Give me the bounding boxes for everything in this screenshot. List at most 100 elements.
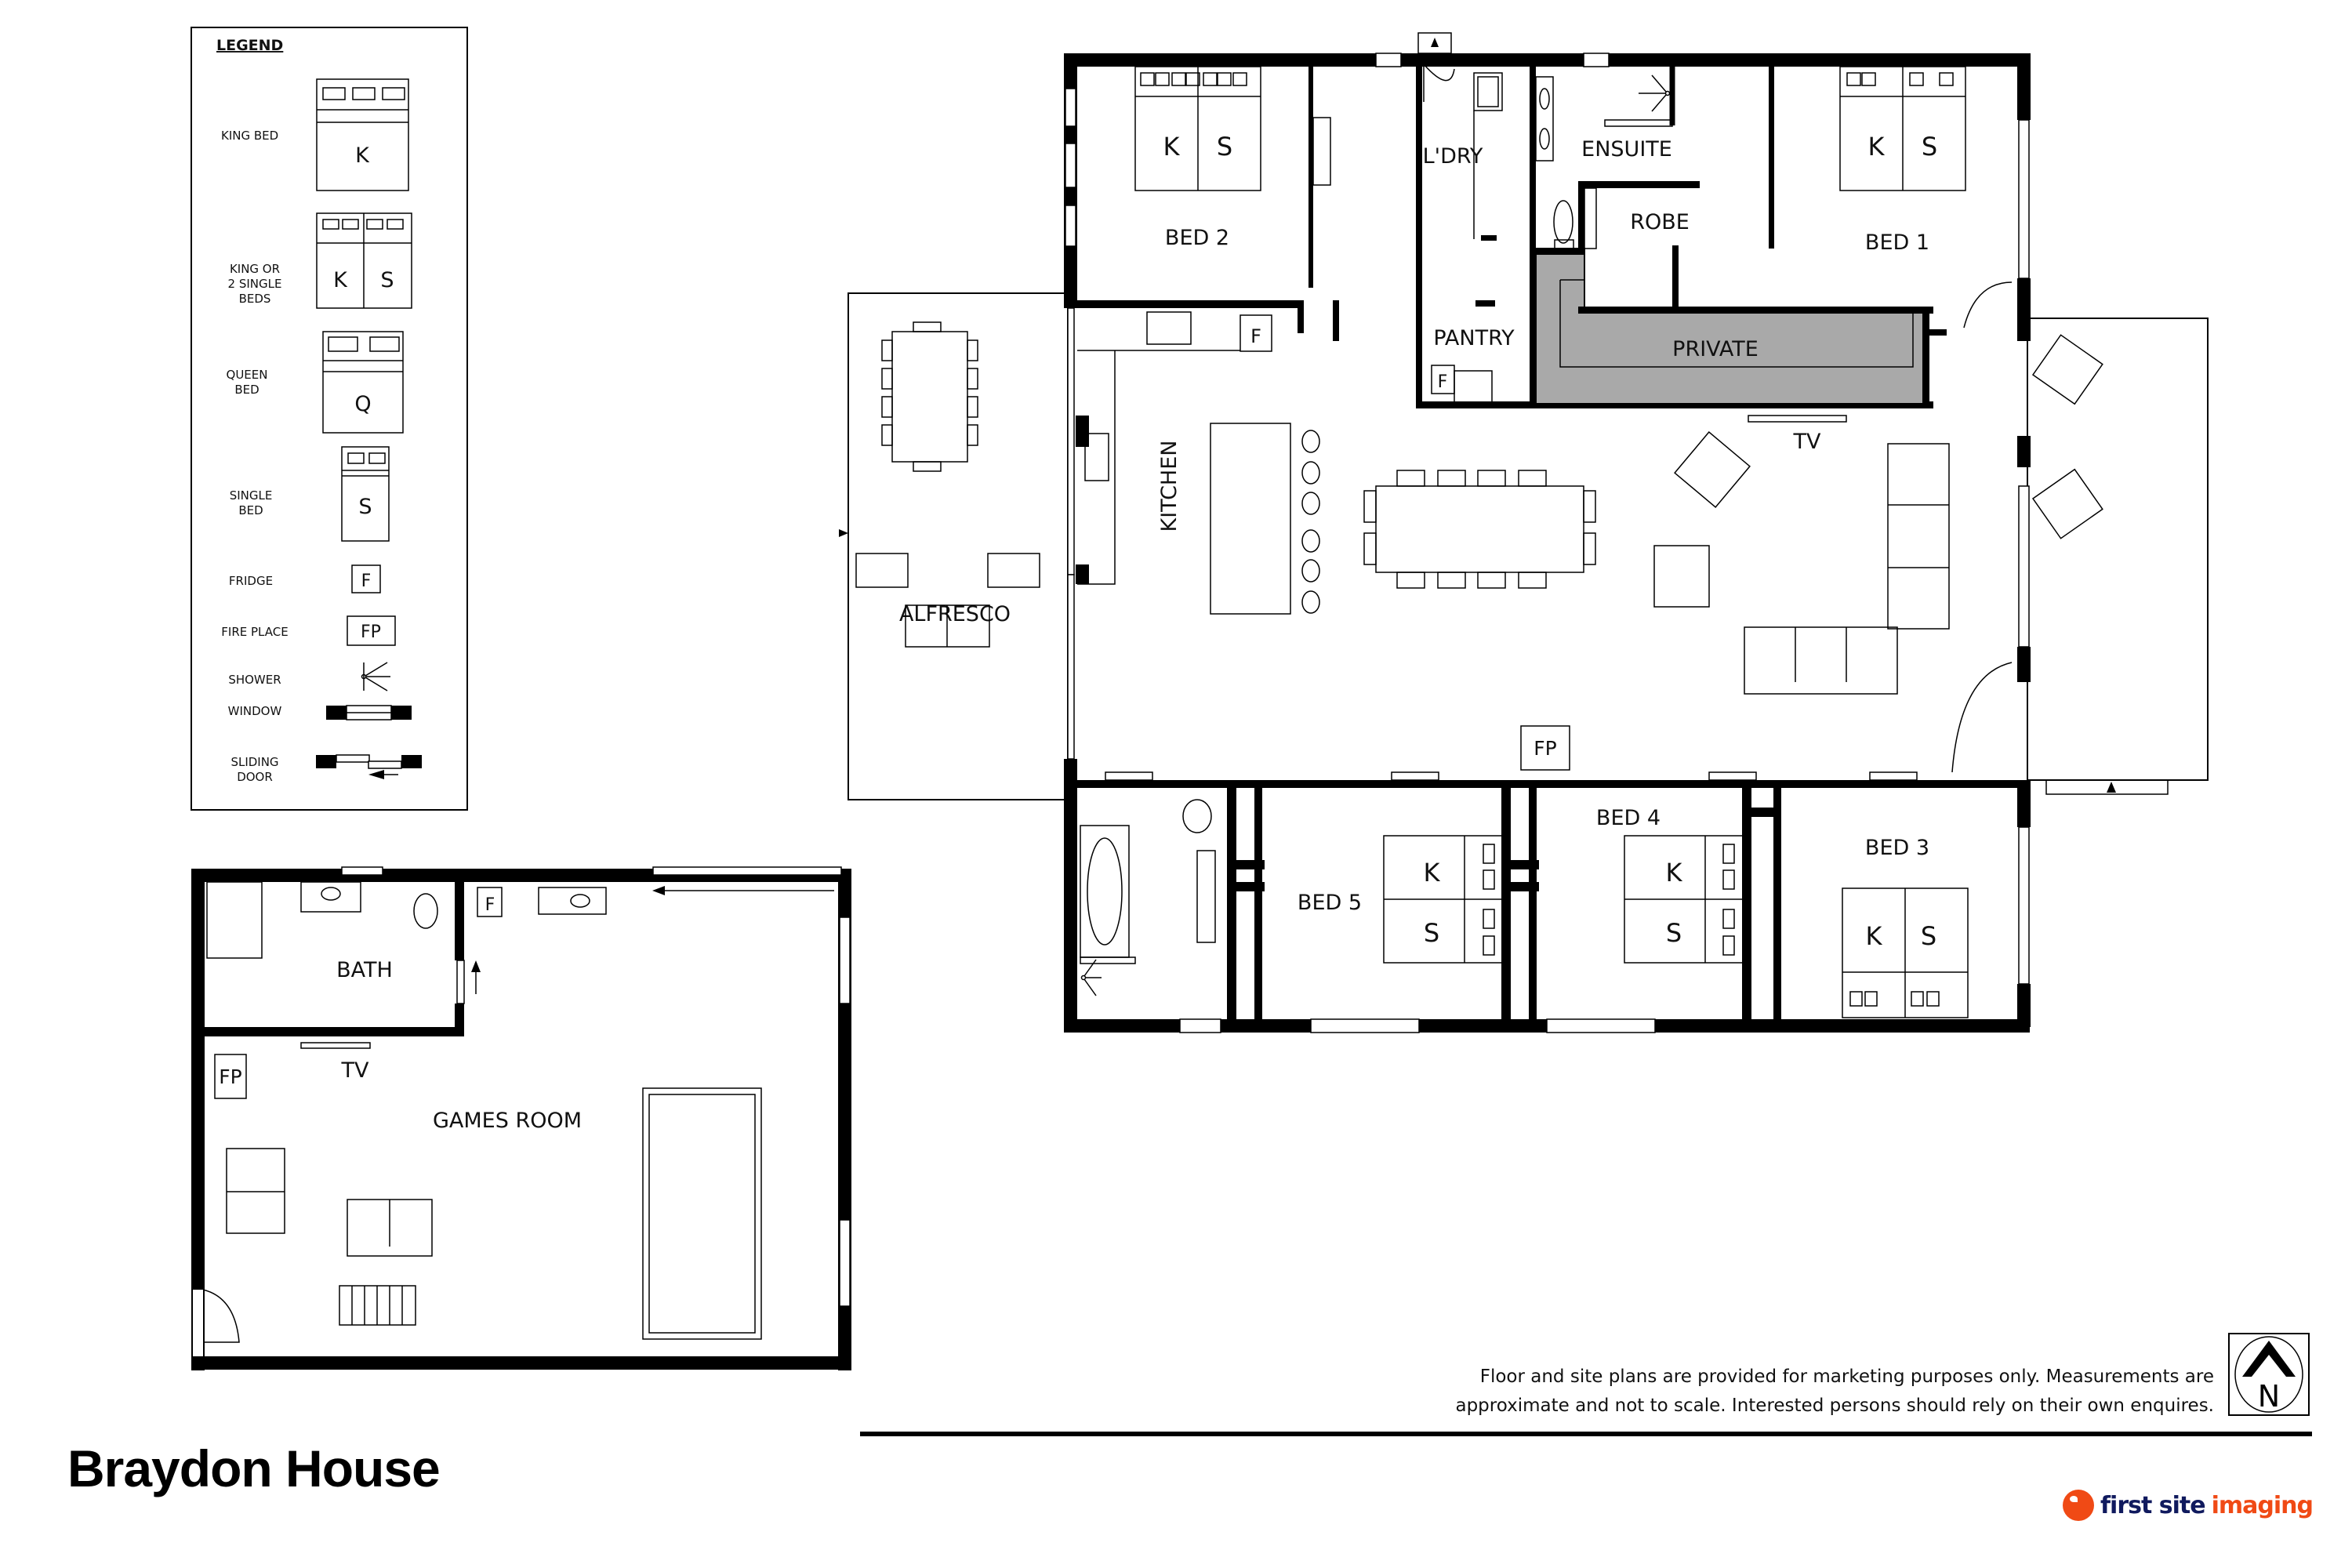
toilet-icon — [1182, 799, 1212, 833]
svg-text:K: K — [1666, 858, 1683, 887]
svg-text:F: F — [361, 572, 372, 591]
door-swing — [1963, 281, 2013, 328]
north-label: N — [2258, 1379, 2280, 1414]
legend-label-sliding-door: SLIDING — [230, 755, 278, 769]
room-label-bed-4: BED 4 — [1596, 806, 1661, 830]
legend-label-window: WINDOW — [228, 704, 282, 718]
window-icon — [326, 705, 412, 720]
svg-text:K: K — [1424, 858, 1441, 887]
property-title: Braydon House — [67, 1439, 441, 1497]
room-label-bed-3: BED 3 — [1865, 836, 1929, 860]
bar-sink — [538, 887, 607, 915]
legend-label-queen: QUEEN — [227, 368, 268, 382]
legend-label-fridge: FRIDGE — [229, 574, 273, 588]
legend-label-single: SINGLE — [230, 488, 273, 503]
desk — [1312, 117, 1331, 186]
bed-4-bed: K S — [1624, 835, 1751, 964]
svg-text:S: S — [1217, 132, 1232, 162]
entry-arrow-icon — [839, 529, 848, 537]
room-label-bed-5: BED 5 — [1298, 891, 1362, 915]
shower-icon — [1639, 74, 1671, 112]
svg-text:K: K — [1163, 132, 1181, 162]
legend-panel: LEGEND KING BED K KING OR 2 SINGLE BEDS … — [191, 27, 468, 811]
brand-word-2: imaging — [2211, 1491, 2314, 1519]
armchair — [1674, 431, 1751, 508]
svg-text:K: K — [1866, 921, 1883, 951]
svg-text:K: K — [355, 143, 370, 168]
fireplace-main-label: FP — [1534, 737, 1556, 760]
fireplace-games-label: FP — [219, 1065, 241, 1088]
fridge-games-label: F — [485, 895, 495, 915]
svg-text:Q: Q — [354, 392, 371, 416]
toilet-icon — [1553, 200, 1573, 244]
sofa — [1887, 443, 1950, 630]
pool-table — [642, 1087, 762, 1340]
svg-text:S: S — [358, 495, 372, 519]
svg-text:BEDS: BEDS — [239, 292, 271, 306]
private-area: PRIVATE — [1535, 248, 1947, 406]
fridge-icon: F — [351, 564, 381, 593]
svg-text:DOOR: DOOR — [237, 770, 273, 784]
door-swing — [202, 1289, 240, 1343]
footer-divider — [860, 1432, 2312, 1436]
legend-label-king-or-single: KING OR — [230, 262, 280, 276]
room-label-bed-2: BED 2 — [1165, 226, 1229, 250]
king-bed-icon: K — [316, 78, 409, 191]
patio-chair — [2031, 468, 2103, 539]
room-label-robe: ROBE — [1630, 210, 1690, 234]
tv-label-main: TV — [1793, 430, 1821, 454]
room-label-laundry: L'DRY — [1423, 144, 1483, 169]
sofa — [1744, 626, 1898, 695]
cooktop-icon — [1146, 311, 1192, 345]
king-or-single-bed-icon: K S — [316, 212, 412, 309]
room-label-ensuite: ENSUITE — [1581, 137, 1672, 162]
disclaimer: Floor and site plans are provided for ma… — [1430, 1363, 2214, 1421]
vanity — [300, 881, 361, 913]
vanity — [1196, 850, 1216, 943]
sofa — [226, 1148, 285, 1234]
dining-table — [1363, 470, 1596, 589]
legend-label-fireplace: FIRE PLACE — [221, 625, 288, 639]
shower-icon — [1080, 959, 1102, 996]
kitchen-island — [1210, 423, 1291, 615]
room-label-bed-1: BED 1 — [1865, 230, 1929, 255]
svg-text:S: S — [380, 268, 394, 292]
room-label-bath: BATH — [336, 958, 393, 982]
shower-icon — [206, 881, 263, 959]
disclaimer-line-1: Floor and site plans are provided for ma… — [1479, 1367, 2214, 1387]
brand-logo: first site imaging — [2063, 1490, 2314, 1521]
shower-icon — [361, 662, 390, 691]
bed-5-bed: K S — [1383, 835, 1510, 964]
svg-text:S: S — [1921, 921, 1936, 951]
alfresco-area — [848, 292, 1069, 800]
sink-icon — [1084, 433, 1109, 481]
toilet-icon — [413, 893, 438, 929]
svg-text:S: S — [1922, 132, 1937, 162]
room-label-alfresco: ALFRESCO — [899, 602, 1011, 626]
svg-text:K: K — [1868, 132, 1886, 162]
main-house: PRIVATE F ENSUITE ROBE L'DRY PANTRY — [839, 32, 2209, 1033]
svg-text:K: K — [333, 268, 348, 292]
legend-heading: LEGEND — [216, 37, 283, 54]
bed-1-bed: K S — [1839, 66, 1966, 191]
bed-3-bed: K S — [1842, 887, 1969, 1018]
queen-bed-icon: Q — [322, 331, 404, 434]
svg-text:BED: BED — [234, 383, 259, 397]
games-room-building: BATH F TV FP GAMES ROOM — [191, 866, 851, 1370]
svg-text:FP: FP — [361, 622, 381, 642]
east-patio — [2027, 318, 2209, 781]
svg-text:2 SINGLE: 2 SINGLE — [228, 277, 282, 291]
disclaimer-line-2: approximate and not to scale. Interested… — [1455, 1396, 2214, 1416]
fridge-pantry-label: F — [1438, 372, 1448, 392]
room-label-private: PRIVATE — [1672, 337, 1759, 361]
legend-label-shower: SHOWER — [228, 673, 281, 687]
svg-text:BED: BED — [238, 503, 263, 517]
sliding-door-icon — [316, 754, 422, 779]
armchair — [855, 553, 909, 588]
bar-stools — [1301, 430, 1320, 614]
patio-chair — [2031, 334, 2103, 405]
room-label-games-room: GAMES ROOM — [433, 1109, 582, 1133]
legend-label-king: KING BED — [221, 129, 278, 143]
brand-word-1: first site — [2100, 1491, 2206, 1519]
